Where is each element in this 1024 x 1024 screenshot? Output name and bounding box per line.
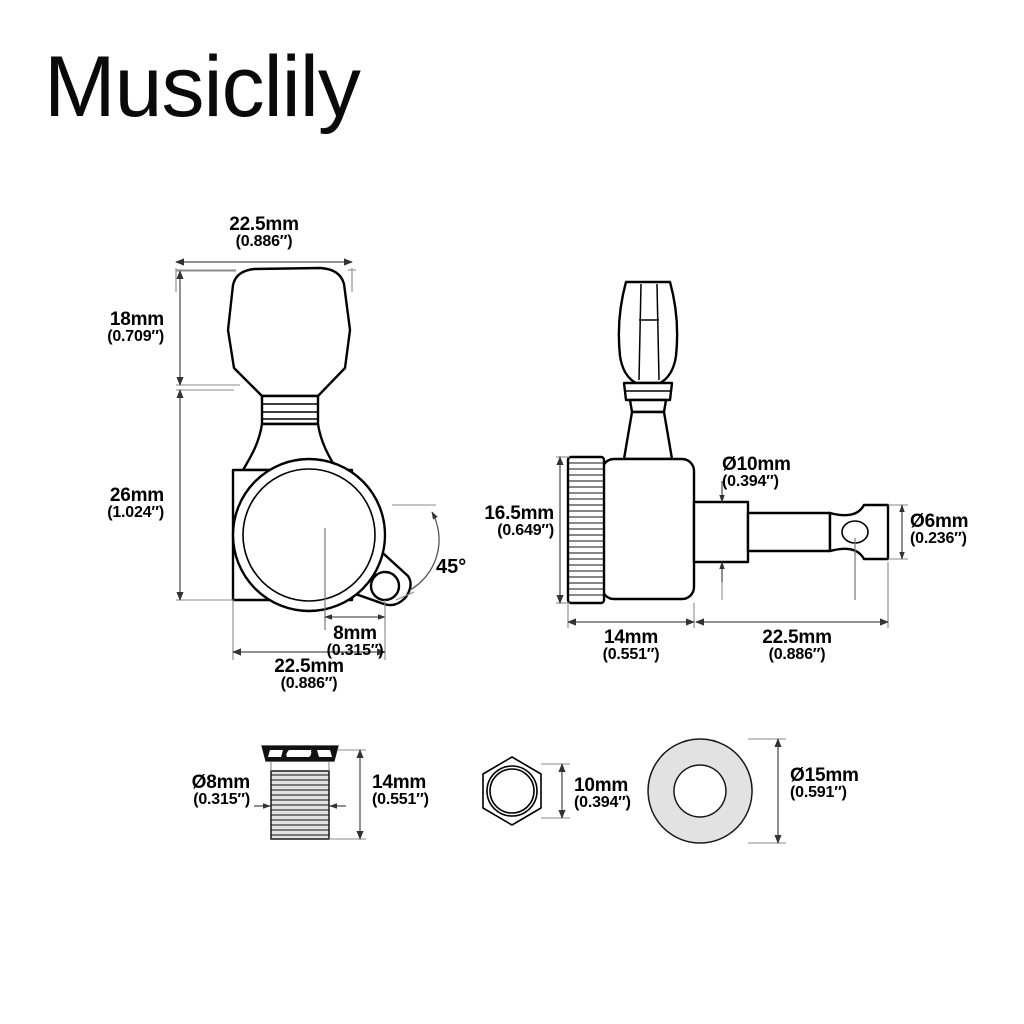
dimension-label-body-length: 14mm (0.551″): [602, 627, 660, 664]
front-view-geometry: [226, 266, 412, 630]
dimension-label-button-width: 22.5mm (0.886″): [229, 214, 299, 251]
washer-geometry: [647, 738, 786, 844]
side-tuner-button: [617, 280, 679, 385]
dimension-label-housing-width: 22.5mm (0.886″): [274, 656, 344, 693]
front-tuner-button: [226, 266, 352, 398]
dimension-label-post-tip: Ø6mm (0.236″): [910, 511, 969, 548]
dimension-label-washer-diameter: Ø15mm (0.591″): [790, 765, 859, 802]
bushing-thread-lines: [271, 774, 329, 836]
dimension-label-hexnut-across-flats: 10mm (0.394″): [574, 775, 631, 812]
dimension-label-post-length: 22.5mm (0.886″): [762, 627, 832, 664]
side-button-stem: [622, 410, 674, 461]
dimension-label-mount-angle: 45°: [436, 556, 467, 578]
washer-body: [647, 738, 753, 844]
side-knurled-ridges: [569, 462, 603, 596]
front-gear-housing-inner: [242, 468, 376, 602]
dimension-label-bushing-diameter: Ø8mm (0.315″): [191, 772, 251, 809]
side-view-dimension-lines: [556, 456, 908, 628]
side-post-shaft: [746, 511, 832, 553]
hexnut-bore-inner: [489, 768, 535, 814]
side-knurled-wheel: [566, 455, 606, 605]
side-post-collar: [692, 500, 750, 564]
dimension-label-housing-height: 26mm (1.024″): [107, 485, 164, 522]
side-housing-body: [600, 457, 696, 601]
dimension-label-screw-offset: 8mm (0.315″): [326, 623, 384, 660]
brand-logo: Musiclily: [44, 39, 361, 135]
side-button-collar-lower: [628, 398, 668, 414]
front-screw-hole: [369, 570, 401, 602]
hexnut-geometry: [482, 756, 570, 826]
dimension-label-button-height: 18mm (0.709″): [107, 309, 164, 346]
front-button-neck: [260, 394, 320, 426]
front-view-dimension-lines: [175, 258, 440, 660]
bushing-geometry: [254, 745, 366, 840]
dimension-label-bushing-length: 14mm (0.551″): [372, 772, 429, 809]
dimension-label-body-height: 16.5mm (0.649″): [484, 503, 554, 540]
dimension-label-post-collar: Ø10mm (0.394″): [722, 454, 791, 491]
side-view-geometry: [566, 280, 890, 605]
